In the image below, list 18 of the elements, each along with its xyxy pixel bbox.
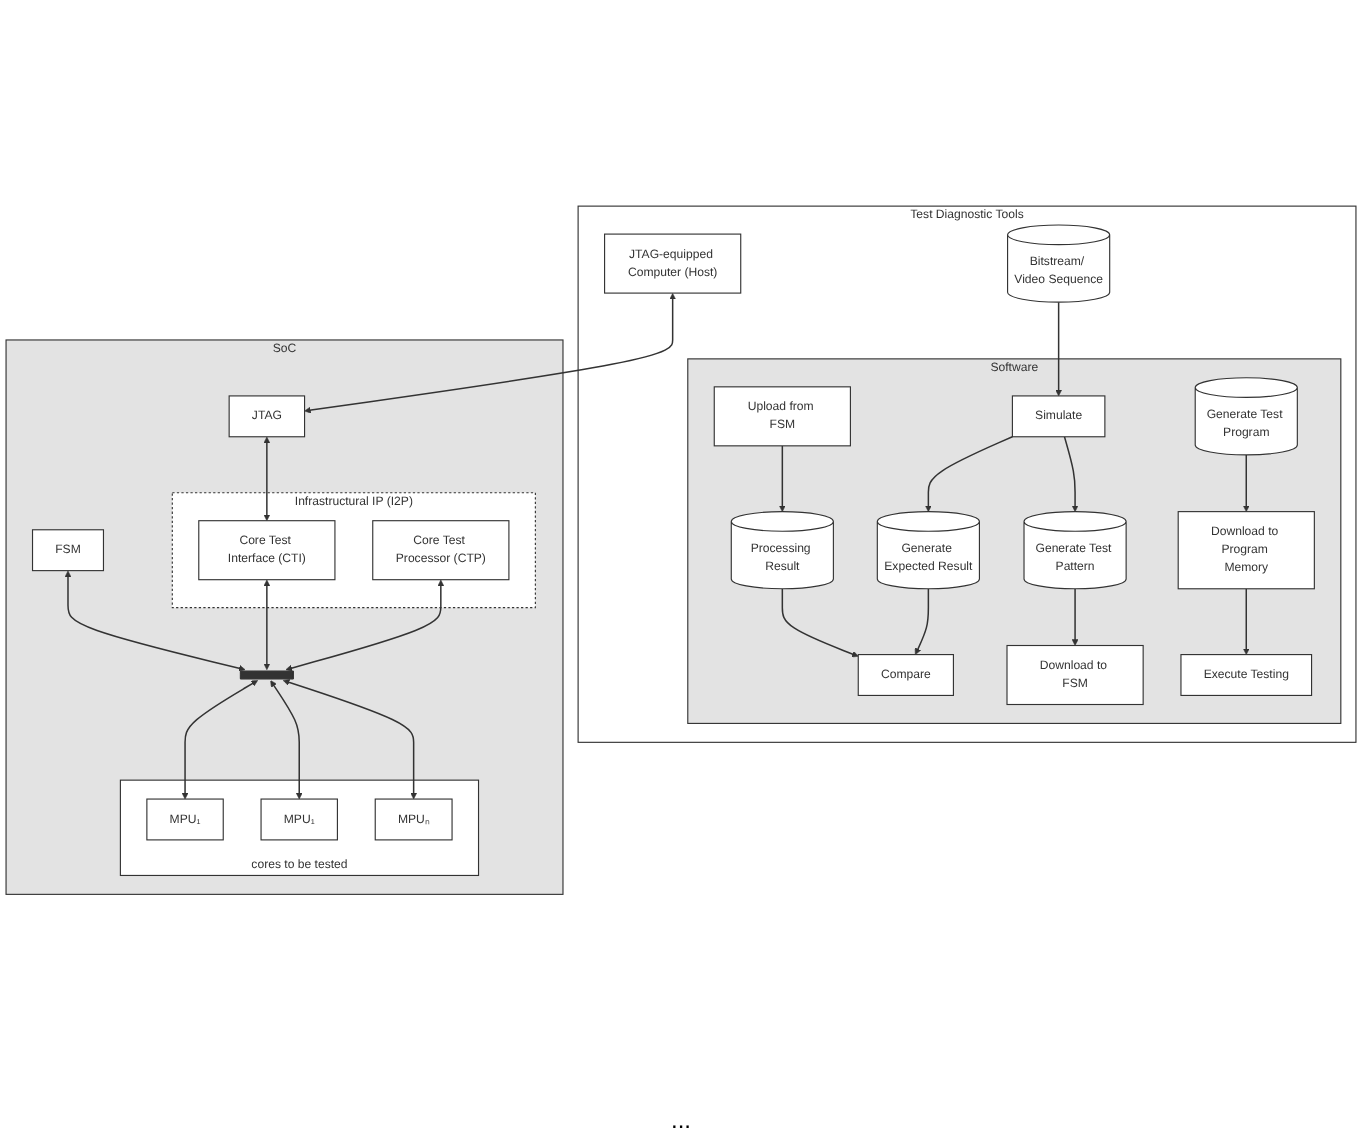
arrow — [285, 579, 445, 672]
arrow — [1055, 301, 1062, 397]
arrow — [779, 445, 786, 512]
arrow — [1242, 454, 1250, 512]
arrow — [925, 435, 1014, 512]
arrow — [1063, 436, 1079, 512]
arrow — [181, 680, 258, 800]
arrow — [64, 570, 246, 672]
ellipsis-text: ... — [670, 1106, 691, 1134]
arrow — [304, 293, 676, 414]
arrow — [263, 579, 271, 670]
arrow — [270, 680, 303, 800]
arrow — [914, 588, 930, 655]
arrow — [1071, 588, 1079, 646]
arrow — [282, 679, 417, 800]
arrow — [263, 436, 271, 521]
arrow — [1242, 588, 1250, 655]
arrow — [781, 588, 859, 658]
